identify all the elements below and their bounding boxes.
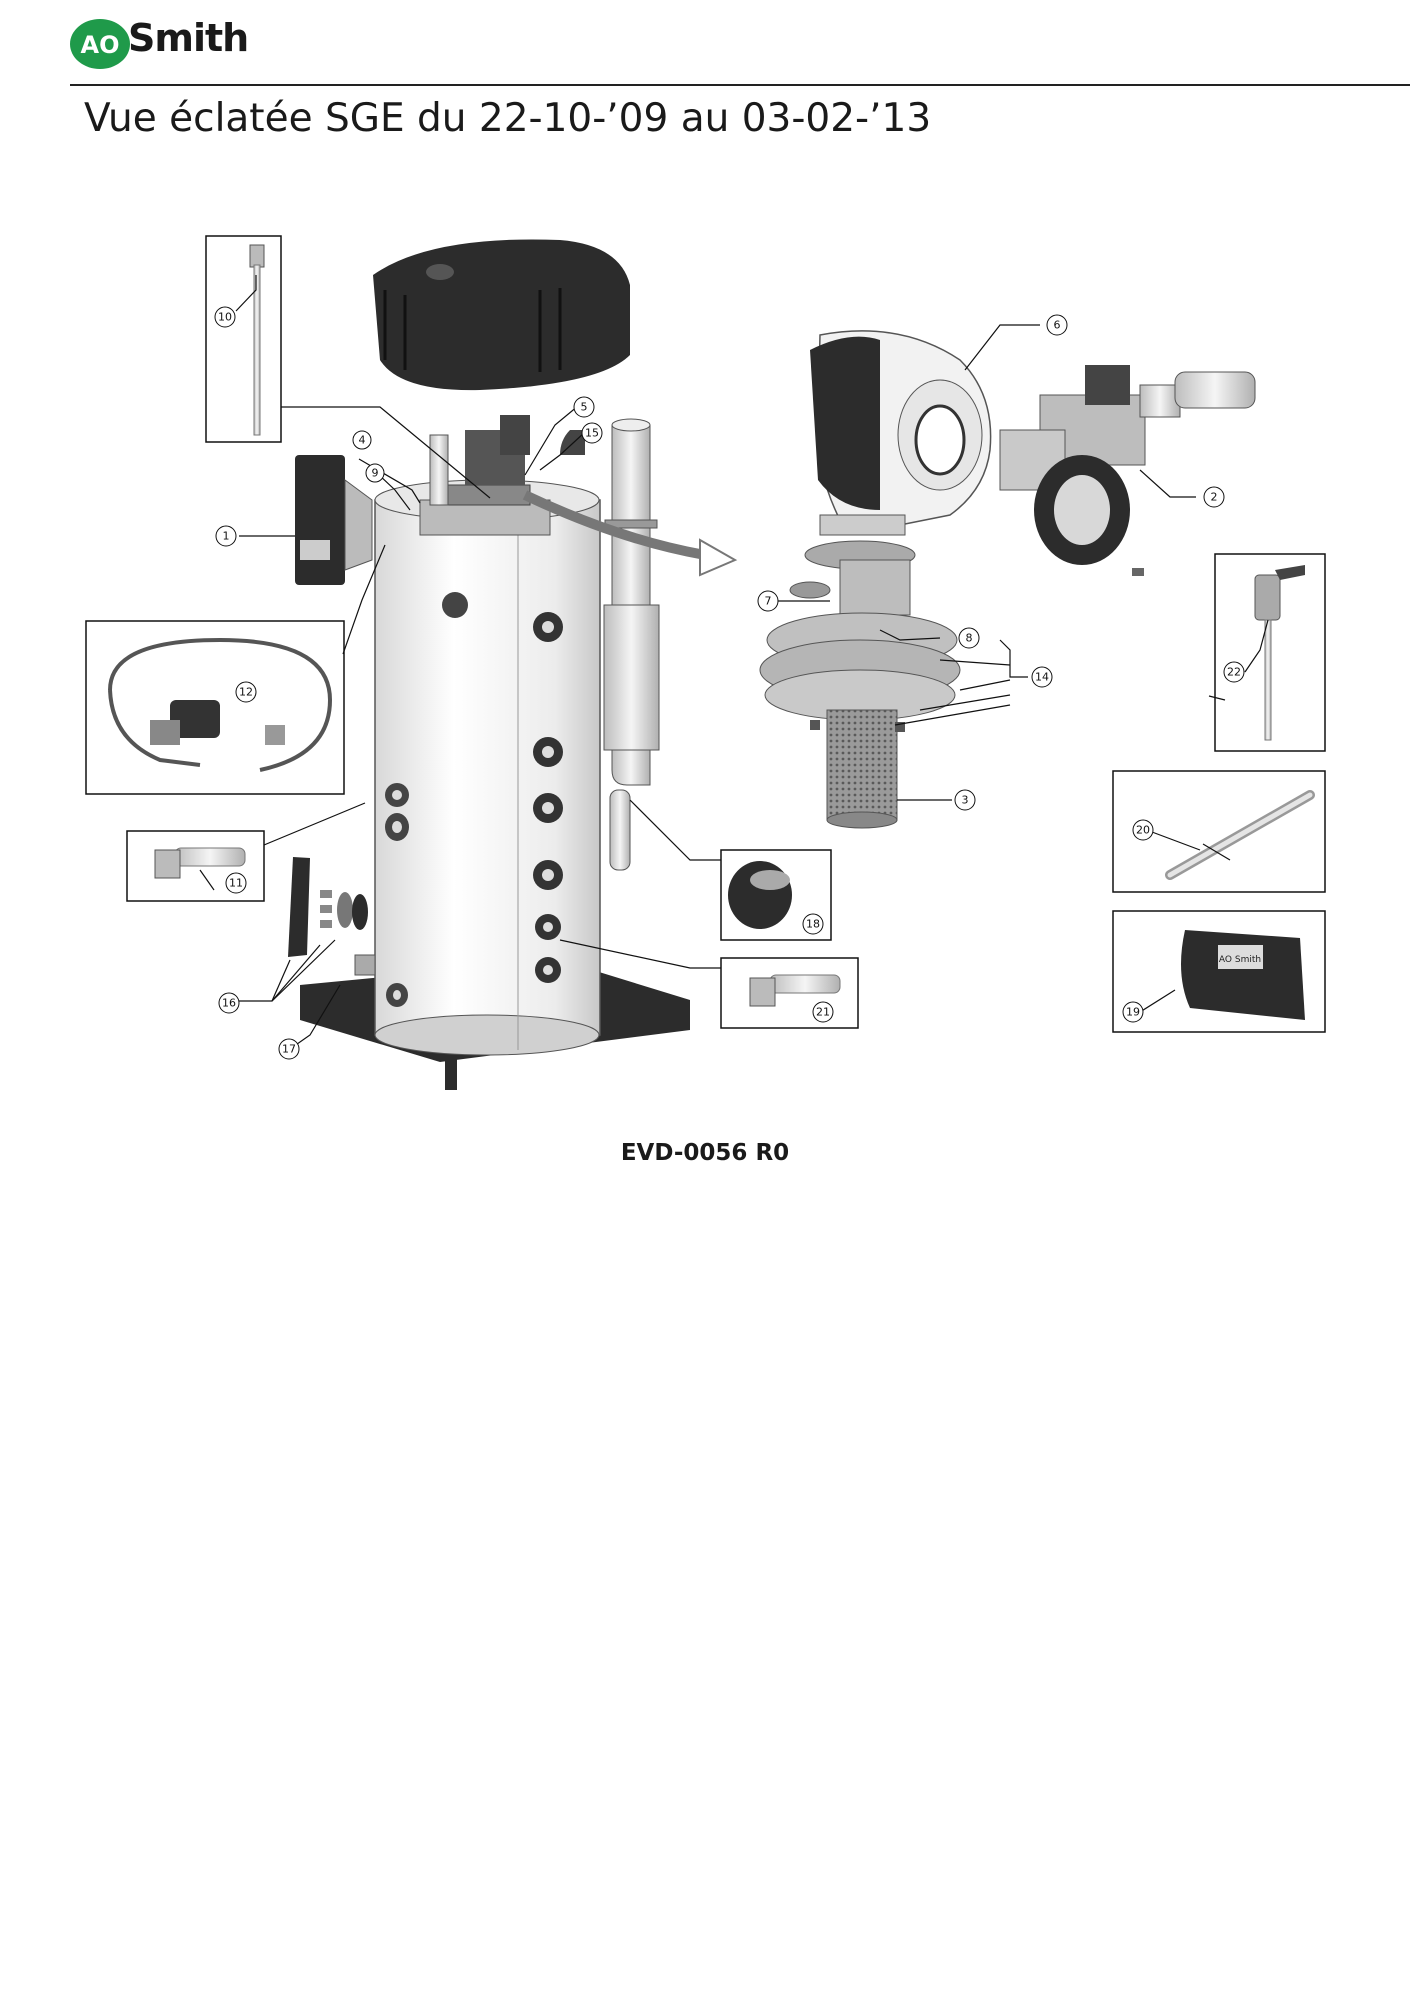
svg-text:18: 18 bbox=[806, 918, 820, 931]
callout-4: 4 bbox=[352, 430, 372, 450]
svg-text:AO: AO bbox=[81, 31, 120, 59]
svg-text:7: 7 bbox=[765, 595, 772, 608]
svg-text:12: 12 bbox=[239, 686, 253, 699]
svg-text:21: 21 bbox=[816, 1006, 830, 1019]
parts-16-17 bbox=[288, 857, 376, 976]
callout-16: 16 bbox=[218, 992, 240, 1014]
burner-assembly bbox=[759, 330, 1256, 829]
svg-text:3: 3 bbox=[962, 794, 969, 807]
svg-text:20: 20 bbox=[1136, 824, 1150, 837]
svg-text:9: 9 bbox=[372, 467, 379, 480]
callout-5: 5 bbox=[573, 396, 595, 418]
top-cover-hood bbox=[373, 239, 630, 391]
callout-20: 20 bbox=[1132, 819, 1154, 841]
callout-22: 22 bbox=[1223, 661, 1245, 683]
svg-text:11: 11 bbox=[229, 877, 243, 890]
header-rule bbox=[70, 84, 1410, 86]
callout-7: 7 bbox=[757, 590, 779, 612]
inset-part-11 bbox=[126, 830, 265, 902]
leader-lines bbox=[199, 275, 1269, 1050]
svg-text:10: 10 bbox=[218, 311, 232, 324]
inset-part-19: AO Smith bbox=[1112, 910, 1326, 1033]
callout-17: 17 bbox=[278, 1038, 300, 1060]
logo-wordmark: Smith bbox=[128, 16, 249, 60]
svg-text:19: 19 bbox=[1126, 1006, 1140, 1019]
callout-1: 1 bbox=[215, 525, 237, 547]
svg-text:4: 4 bbox=[359, 434, 366, 447]
callout-3: 3 bbox=[954, 789, 976, 811]
tank-connection-ports bbox=[385, 612, 563, 1007]
svg-text:2: 2 bbox=[1211, 491, 1218, 504]
callout-19: 19 bbox=[1122, 1001, 1144, 1023]
svg-text:15: 15 bbox=[585, 427, 599, 440]
inset-part-21 bbox=[720, 957, 859, 1029]
callout-18: 18 bbox=[802, 913, 824, 935]
callout-21: 21 bbox=[812, 1001, 834, 1023]
callout-6: 6 bbox=[1046, 314, 1068, 336]
svg-text:17: 17 bbox=[282, 1043, 296, 1056]
svg-text:6: 6 bbox=[1054, 319, 1061, 332]
part-19-label: AO Smith bbox=[1219, 955, 1261, 965]
callout-8: 8 bbox=[958, 627, 980, 649]
inset-part-18 bbox=[720, 849, 832, 941]
water-heater-tank bbox=[374, 415, 601, 1056]
callout-14: 14 bbox=[1031, 666, 1053, 688]
drawing-code: EVD-0056 R0 bbox=[620, 1140, 790, 1166]
callout-9: 9 bbox=[365, 463, 385, 483]
svg-text:5: 5 bbox=[581, 401, 588, 414]
callout-15: 15 bbox=[581, 422, 603, 444]
callout-11: 11 bbox=[225, 872, 247, 894]
ao-logo-mark-icon: AO bbox=[70, 19, 130, 69]
svg-text:22: 22 bbox=[1227, 666, 1241, 679]
svg-text:14: 14 bbox=[1035, 671, 1049, 684]
callout-2: 2 bbox=[1203, 486, 1225, 508]
inset-part-12 bbox=[85, 620, 345, 795]
ao-smith-logo: AO bbox=[70, 18, 260, 70]
callout-10: 10 bbox=[214, 306, 236, 328]
callout-12: 12 bbox=[235, 681, 257, 703]
inset-part-10 bbox=[205, 235, 282, 443]
page-title: Vue éclatée SGE du 22-10-’09 au 03-02-’1… bbox=[84, 96, 932, 141]
svg-text:16: 16 bbox=[222, 997, 236, 1010]
inset-part-22 bbox=[1214, 553, 1326, 752]
part-1-control-unit bbox=[295, 455, 373, 585]
svg-text:8: 8 bbox=[966, 632, 973, 645]
svg-text:1: 1 bbox=[223, 530, 230, 543]
